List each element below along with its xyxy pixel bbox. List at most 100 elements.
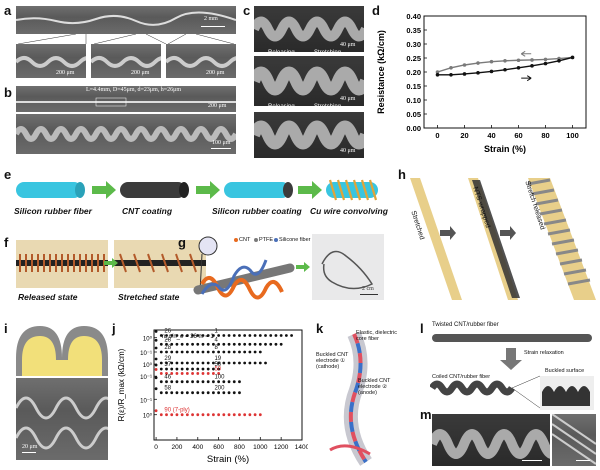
data-point — [238, 413, 241, 417]
panel-b-overview-image: L=4.4mm, D=45μm, d=23μm, h=26μm 200 μm — [16, 86, 236, 112]
data-point — [170, 372, 174, 375]
data-point — [175, 367, 179, 371]
data-point — [557, 59, 561, 63]
panel-c-image-1: 40 μm — [254, 6, 364, 52]
series-label-left: 29 — [164, 356, 171, 362]
data-point — [196, 350, 200, 354]
data-point — [222, 380, 226, 384]
stretching-label-1: Stretching — [314, 50, 342, 56]
arrow-icon — [92, 181, 116, 199]
series-label-left: 90 (7-ply) — [164, 408, 189, 414]
scale-label: 40 μm — [340, 96, 356, 102]
data-point — [253, 334, 257, 337]
panel-label-e: e — [4, 167, 12, 182]
series-label-right: 8 — [214, 345, 218, 351]
data-point — [201, 350, 205, 354]
data-point — [159, 391, 163, 395]
panel-label-d: d — [372, 3, 380, 18]
data-point — [196, 342, 200, 346]
data-point — [206, 413, 210, 417]
data-point — [279, 334, 283, 337]
data-point — [227, 350, 231, 354]
data-point — [159, 367, 163, 371]
data-point — [185, 372, 189, 375]
y-axis-label: Resistance (kΩ/cm) — [376, 30, 386, 114]
panel-label-a: a — [4, 3, 12, 18]
released-caption: Released state — [18, 292, 78, 302]
panel-m-image-1 — [432, 414, 550, 466]
data-point — [191, 367, 194, 371]
series-label-left: 28 — [164, 345, 171, 351]
data-point — [201, 380, 205, 384]
panel-m-image-2 — [552, 414, 596, 466]
data-point — [222, 334, 226, 337]
x-tick-label: 0 — [435, 131, 439, 140]
panel-label-f: f — [4, 235, 9, 250]
data-point — [196, 367, 200, 371]
data-point — [217, 361, 221, 365]
data-point — [238, 342, 241, 346]
data-point — [159, 413, 163, 417]
data-point — [191, 413, 194, 417]
data-point — [248, 361, 252, 365]
x-tick-label: 600 — [213, 444, 224, 451]
data-point — [206, 350, 210, 354]
stretched-caption: Stretched state — [118, 292, 180, 302]
data-point — [248, 413, 252, 417]
data-point — [264, 361, 267, 365]
data-point — [243, 342, 247, 346]
data-point — [449, 66, 453, 70]
data-point — [217, 391, 221, 395]
fiber-step-2 — [120, 182, 189, 198]
y-tick-label: 0.30 — [406, 40, 421, 49]
strain-relaxation-label: Strain relaxation — [524, 350, 564, 356]
data-point — [165, 342, 168, 346]
data-point — [243, 334, 247, 337]
data-point — [185, 361, 189, 365]
data-point — [180, 380, 184, 384]
y-tick-label: 0.25 — [406, 54, 421, 63]
data-point — [222, 350, 226, 354]
data-point — [159, 342, 163, 346]
data-point — [279, 342, 283, 346]
y-tick-label: 0.20 — [406, 68, 421, 77]
data-point — [212, 350, 215, 354]
x-tick-label: 80 — [541, 131, 549, 140]
data-point — [206, 361, 210, 365]
series-label-right: 50 — [214, 366, 221, 372]
data-point — [154, 376, 158, 380]
plot-frame — [153, 329, 303, 441]
data-point — [253, 413, 257, 417]
panel-g-photo: 2 cm — [312, 234, 384, 300]
data-point — [175, 342, 179, 346]
data-point — [201, 342, 205, 346]
x-tick-label: 20 — [460, 131, 468, 140]
data-point — [191, 350, 194, 354]
zoom-lines — [17, 34, 235, 44]
data-point — [238, 350, 241, 354]
data-point — [170, 334, 174, 337]
series-label-left: 28 — [164, 337, 171, 343]
x-tick-label: 1200 — [274, 444, 289, 451]
data-point — [170, 413, 174, 417]
data-point — [258, 350, 262, 354]
data-point — [243, 361, 247, 365]
data-point — [180, 413, 184, 417]
scale-label: 20 μm — [22, 444, 38, 450]
data-point — [206, 372, 210, 375]
x-tick-label: 1400 — [295, 444, 308, 451]
data-point — [175, 391, 179, 395]
y-tick-label: 0.35 — [406, 26, 421, 35]
arrow-icon — [298, 181, 322, 199]
data-point — [185, 350, 189, 354]
data-point — [191, 334, 194, 337]
data-point — [449, 73, 453, 77]
data-point — [201, 413, 205, 417]
y-tick-label: 10⁻¹ — [140, 351, 152, 357]
series-label-right: 19 — [214, 356, 221, 362]
data-point — [154, 346, 158, 350]
data-point — [191, 361, 194, 365]
data-point — [180, 391, 184, 395]
series-label-left: 58 — [164, 386, 171, 392]
series-label-right: 4 — [214, 337, 218, 343]
